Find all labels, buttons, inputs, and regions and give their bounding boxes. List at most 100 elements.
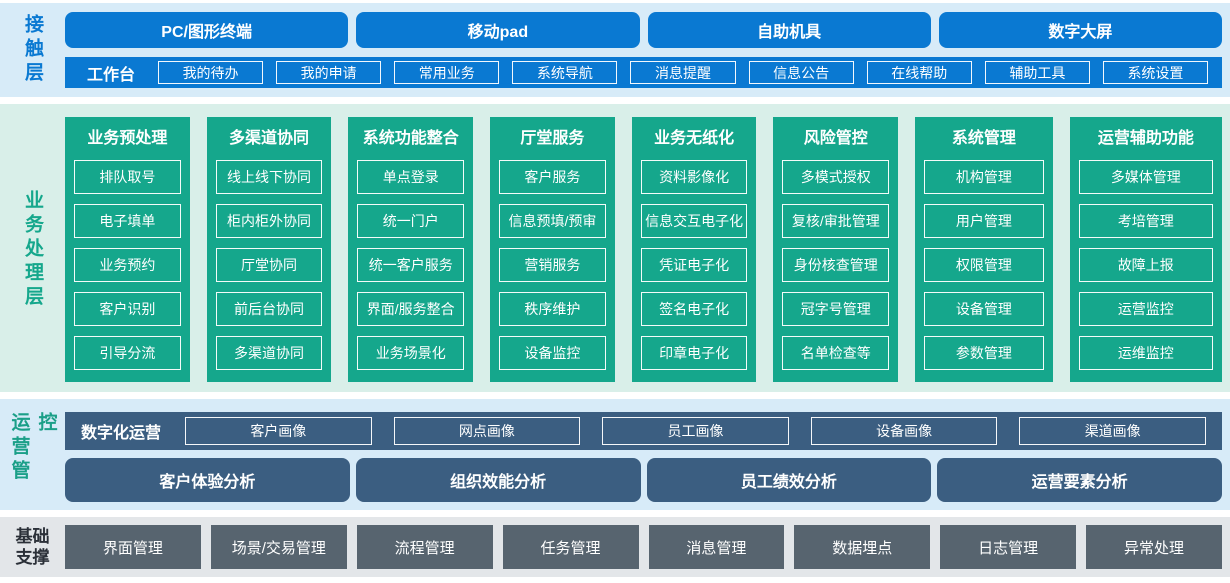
base-support-button: 界面管理: [65, 525, 201, 569]
business-item-box: 信息交互电子化: [640, 204, 748, 238]
business-item-box: 业务场景化: [357, 336, 465, 370]
business-layer-section: 业务处理层 业务预处理排队取号电子填单业务预约客户识别引导分流多渠道协同线上线下…: [0, 104, 1230, 392]
workbench-item-button: 辅助工具: [984, 61, 1090, 84]
operations-layer-label: 运营管控: [8, 412, 57, 484]
business-item-box: 业务预约: [74, 248, 181, 282]
business-item-box: 参数管理: [924, 336, 1044, 370]
terminal-button: 数字大屏: [938, 12, 1222, 48]
analysis-button: 运营要素分析: [937, 458, 1222, 502]
base-support-button: 日志管理: [940, 525, 1077, 569]
business-item-box: 权限管理: [924, 248, 1044, 282]
terminal-button: PC/图形终端: [65, 12, 349, 48]
business-item-box: 多模式授权: [782, 160, 890, 194]
business-item-box: 前后台协同: [215, 292, 323, 326]
business-item-box: 资料影像化: [640, 160, 748, 194]
business-item-box: 客户服务: [499, 160, 606, 194]
business-layer-label: 业务处理层: [22, 189, 43, 310]
business-item-box: 统一客户服务: [357, 248, 465, 282]
terminal-button: 自助机具: [647, 12, 931, 48]
business-item-box: 设备监控: [499, 336, 606, 370]
business-item-box: 客户识别: [74, 292, 181, 326]
business-item-box: 故障上报: [1078, 248, 1214, 282]
business-columns: 业务预处理排队取号电子填单业务预约客户识别引导分流多渠道协同线上线下协同柜内柜外…: [65, 117, 1223, 382]
business-column: 业务无纸化资料影像化信息交互电子化凭证电子化签名电子化印章电子化: [631, 117, 757, 382]
digital-operations-bar: 数字化运营 客户画像网点画像员工画像设备画像渠道画像: [65, 412, 1222, 450]
business-item-box: 线上线下协同: [215, 160, 323, 194]
business-column-title: 运营辅助功能: [1097, 130, 1194, 147]
business-item-box: 印章电子化: [640, 336, 748, 370]
portrait-button: 员工画像: [602, 417, 789, 445]
business-column-title: 业务无纸化: [654, 130, 735, 147]
business-item-box: 营销服务: [499, 248, 606, 282]
business-column: 系统功能整合单点登录统一门户统一客户服务界面/服务整合业务场景化: [348, 117, 474, 382]
business-column: 厅堂服务客户服务信息预填/预审营销服务秩序维护设备监控: [490, 117, 615, 382]
base-support-button: 任务管理: [502, 525, 639, 569]
business-item-box: 运营监控: [1078, 292, 1214, 326]
operations-layer-content: 数字化运营 客户画像网点画像员工画像设备画像渠道画像 客户体验分析组织效能分析员…: [65, 412, 1222, 502]
workbench-item-button: 系统设置: [1102, 61, 1208, 84]
business-column-title: 系统管理: [951, 130, 1016, 147]
analysis-button: 组织效能分析: [355, 458, 641, 502]
workbench-bar: 工作台 我的待办我的申请常用业务系统导航消息提醒信息公告在线帮助辅助工具系统设置: [65, 57, 1222, 88]
business-item-box: 身份核查管理: [782, 248, 890, 282]
contact-layer-label: 接触层: [22, 14, 43, 86]
analysis-button: 客户体验分析: [65, 458, 350, 502]
workbench-item-button: 信息公告: [748, 61, 854, 84]
portrait-button: 渠道画像: [1019, 417, 1206, 445]
workbench-title: 工作台: [87, 66, 136, 84]
business-item-box: 秩序维护: [499, 292, 606, 326]
business-column-title: 业务预处理: [87, 130, 168, 147]
business-item-box: 冠字号管理: [782, 292, 890, 326]
base-support-section: 基础支撑 界面管理场景/交易管理流程管理任务管理消息管理数据埋点日志管理异常处理: [0, 517, 1230, 577]
business-item-box: 厅堂协同: [215, 248, 323, 282]
business-column: 系统管理机构管理用户管理权限管理设备管理参数管理: [915, 117, 1053, 382]
business-item-box: 引导分流: [74, 336, 181, 370]
base-support-button: 消息管理: [648, 525, 785, 569]
business-item-box: 统一门户: [357, 204, 465, 238]
base-support-label: 基础支撑: [0, 525, 65, 569]
business-column: 多渠道协同线上线下协同柜内柜外协同厅堂协同前后台协同多渠道协同: [206, 117, 332, 382]
business-column-title: 系统功能整合: [362, 130, 459, 147]
business-item-box: 设备管理: [924, 292, 1044, 326]
base-support-button: 异常处理: [1086, 525, 1222, 569]
analysis-row: 客户体验分析组织效能分析员工绩效分析运营要素分析: [65, 458, 1222, 502]
business-item-box: 多媒体管理: [1078, 160, 1214, 194]
business-item-box: 凭证电子化: [640, 248, 748, 282]
business-item-box: 多渠道协同: [215, 336, 323, 370]
workbench-item-button: 常用业务: [394, 61, 500, 84]
workbench-item-button: 消息提醒: [630, 61, 736, 84]
business-column: 风险管控多模式授权复核/审批管理身份核查管理冠字号管理名单检查等: [773, 117, 899, 382]
workbench-item-button: 我的待办: [158, 61, 264, 84]
business-item-box: 界面/服务整合: [357, 292, 465, 326]
business-item-box: 排队取号: [74, 160, 181, 194]
portrait-button: 客户画像: [185, 417, 372, 445]
business-item-box: 用户管理: [924, 204, 1044, 238]
business-column: 运营辅助功能多媒体管理考培管理故障上报运营监控运维监控: [1069, 117, 1223, 382]
business-column-title: 风险管控: [803, 130, 868, 147]
digital-operations-title: 数字化运营: [81, 425, 162, 442]
operations-layer-section: 运营管控 数字化运营 客户画像网点画像员工画像设备画像渠道画像 客户体验分析组织…: [0, 399, 1230, 510]
portrait-button: 网点画像: [393, 417, 581, 445]
workbench-item-button: 我的申请: [276, 61, 382, 84]
analysis-button: 员工绩效分析: [646, 458, 932, 502]
business-column: 业务预处理排队取号电子填单业务预约客户识别引导分流: [65, 117, 190, 382]
business-item-box: 电子填单: [74, 204, 181, 238]
business-item-box: 运维监控: [1078, 336, 1214, 370]
base-support-button: 流程管理: [356, 525, 493, 569]
business-item-box: 复核/审批管理: [782, 204, 890, 238]
workbench-item-button: 在线帮助: [866, 61, 972, 84]
business-item-box: 机构管理: [924, 160, 1044, 194]
business-item-box: 信息预填/预审: [499, 204, 606, 238]
business-column-title: 多渠道协同: [229, 130, 310, 147]
business-item-box: 名单检查等: [782, 336, 890, 370]
business-item-box: 单点登录: [357, 160, 465, 194]
business-item-box: 柜内柜外协同: [215, 204, 323, 238]
terminal-button: 移动pad: [356, 12, 640, 48]
business-item-box: 签名电子化: [640, 292, 748, 326]
business-item-box: 考培管理: [1078, 204, 1214, 238]
base-row: 界面管理场景/交易管理流程管理任务管理消息管理数据埋点日志管理异常处理: [65, 525, 1222, 569]
